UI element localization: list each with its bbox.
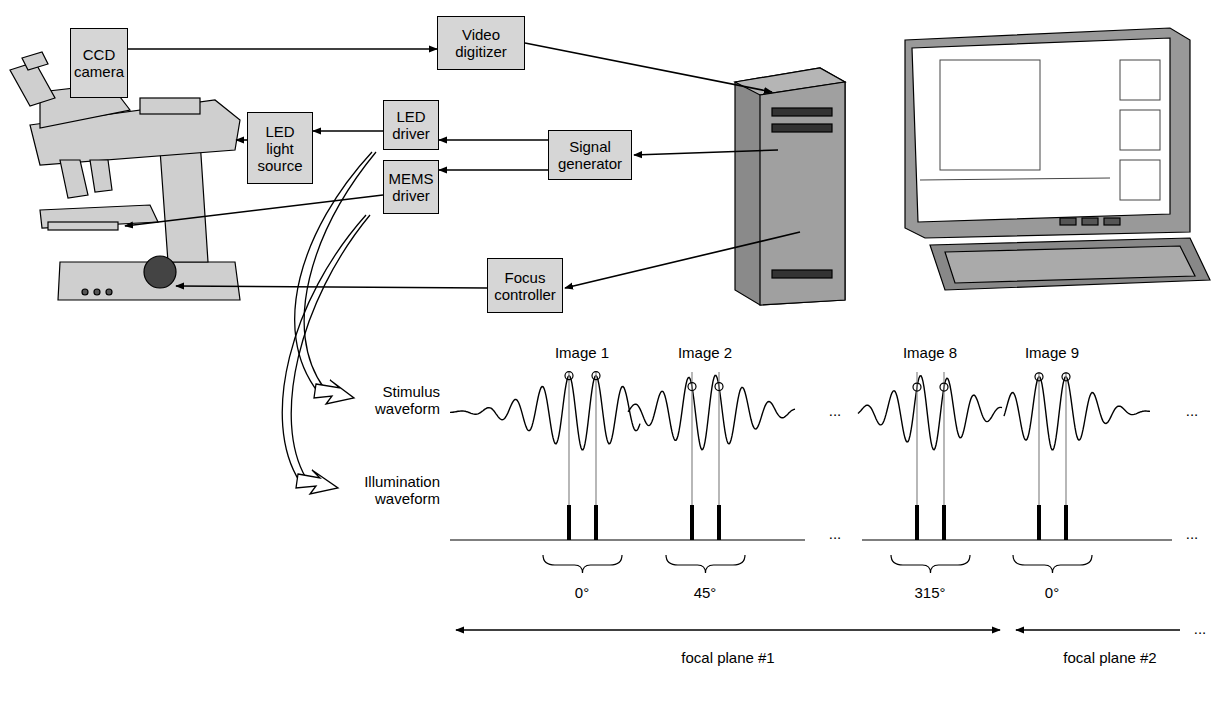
stimulus-wave (858, 376, 1002, 450)
stimulus-wave (628, 375, 795, 449)
caption-label: Image 8 (901, 344, 959, 361)
caption-label: ... (827, 525, 844, 542)
box-label: Signal generator (552, 138, 628, 172)
light-pulse (942, 505, 946, 540)
sample-point (592, 372, 600, 380)
sample-point (1062, 373, 1070, 381)
box-label: MEMS driver (387, 170, 435, 204)
light-pulse (1037, 505, 1041, 540)
caption-label: ... (827, 402, 844, 419)
range-arrow (1016, 629, 1180, 631)
light-pulse (594, 505, 598, 540)
waveforms (450, 372, 1180, 630)
caption-label: Illumination waveform (348, 473, 440, 507)
sample-point (913, 383, 921, 391)
sample-line (595, 372, 596, 540)
sample-line (916, 372, 917, 540)
computer-tower (735, 68, 845, 305)
device-box: LED driver (383, 100, 439, 150)
caption-label: Stimulus waveform (360, 383, 440, 417)
brace (543, 555, 622, 573)
sample-line (1065, 372, 1066, 540)
light-pulse (567, 505, 571, 540)
sample-line (718, 372, 719, 540)
stimulus-wave (1004, 377, 1150, 450)
wires (125, 43, 800, 288)
box-label: Focus controller (491, 269, 559, 303)
device-box: Focus controller (487, 258, 563, 313)
caption-label: 315° (912, 584, 947, 601)
sample-line (568, 372, 569, 540)
device-box: LED light source (247, 112, 313, 184)
caption-label: focal plane #2 (1061, 649, 1158, 666)
brace (666, 555, 745, 573)
brace (891, 555, 970, 573)
caption-label: ... (1184, 402, 1201, 419)
sample-point (940, 383, 948, 391)
signal-arrow (313, 130, 383, 132)
signal-arrow (128, 48, 437, 50)
illumination-baseline (862, 539, 1172, 540)
sample-point (565, 372, 573, 380)
caption-label: 0° (573, 584, 591, 601)
computer-monitor (905, 28, 1210, 290)
caption-label: focal plane #1 (679, 649, 776, 666)
light-pulse (915, 505, 919, 540)
brace (1013, 555, 1092, 573)
caption-label: ... (1184, 525, 1201, 542)
sample-point (1035, 373, 1043, 381)
caption-label: Image 2 (676, 344, 734, 361)
signal-arrow (439, 169, 548, 171)
sample-point (688, 383, 696, 391)
pointer-arrows (282, 152, 376, 494)
light-pulse (717, 505, 721, 540)
caption-label: Image 9 (1023, 344, 1081, 361)
box-label: Video digitizer (441, 26, 521, 60)
stimulus-wave (450, 376, 640, 450)
device-box: CCD camera (70, 28, 128, 98)
device-box: Signal generator (548, 130, 632, 180)
sample-point (715, 383, 723, 391)
light-pulse (690, 505, 694, 540)
caption-label: 45° (692, 584, 719, 601)
light-pulse (1064, 505, 1068, 540)
device-box: Video digitizer (437, 16, 525, 70)
sample-line (1038, 372, 1039, 540)
device-box: MEMS driver (383, 160, 439, 214)
sample-line (691, 372, 692, 540)
box-label: LED light source (251, 123, 309, 174)
sample-line (943, 372, 944, 540)
signal-arrow (439, 139, 548, 141)
caption-label: ... (1192, 620, 1209, 637)
caption-label: Image 1 (553, 344, 611, 361)
box-label: CCD camera (74, 46, 124, 80)
illumination-baseline (450, 539, 805, 540)
caption-label: 0° (1043, 584, 1061, 601)
range-arrow (456, 629, 1000, 631)
box-label: LED driver (387, 108, 435, 142)
